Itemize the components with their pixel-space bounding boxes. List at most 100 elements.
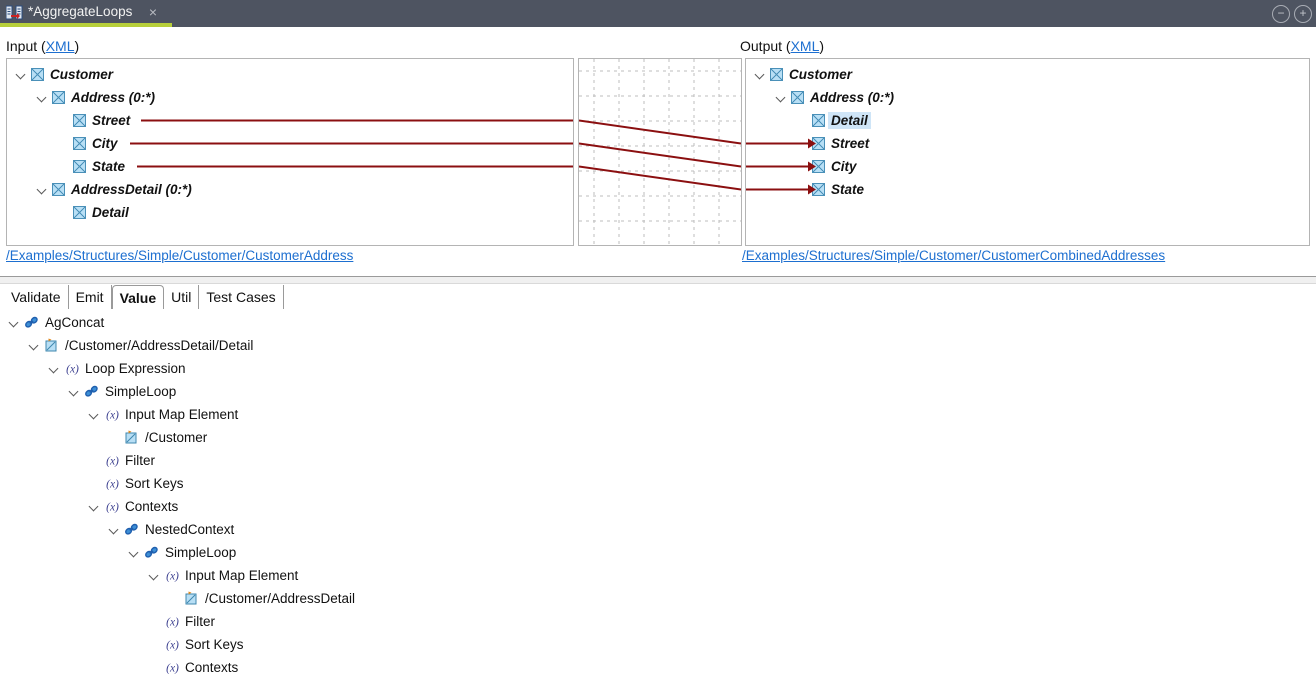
expression-tree-row[interactable]: (x)Filter — [0, 449, 155, 472]
tree-item-output[interactable]: Address (0:*) — [746, 86, 894, 109]
tree-item-output[interactable]: State — [746, 178, 864, 201]
tree-item-output[interactable]: Street — [746, 132, 869, 155]
chevron-down-icon[interactable] — [128, 546, 141, 559]
svg-text:(x): (x) — [106, 410, 119, 422]
expression-tree-row[interactable]: SimpleLoop — [0, 380, 176, 403]
chevron-down-icon[interactable] — [88, 408, 101, 421]
tree-spacer — [796, 160, 809, 173]
tab-emit[interactable]: Emit — [69, 285, 112, 309]
mapping-grid-panel[interactable] — [578, 58, 742, 246]
tree-item-input[interactable]: Detail — [7, 201, 129, 224]
tree-item-input[interactable]: Street — [7, 109, 130, 132]
tree-spacer — [168, 592, 181, 605]
expression-tree-row[interactable]: AgConcat — [0, 311, 104, 334]
chevron-down-icon[interactable] — [36, 91, 49, 104]
tab-util[interactable]: Util — [164, 285, 200, 309]
expression-tree-row[interactable]: /Customer/AddressDetail — [0, 587, 355, 610]
expression-tree-row[interactable]: (x) Filter — [0, 610, 215, 633]
tab-label: Test Cases — [206, 289, 276, 305]
tree-item-label: City — [831, 159, 857, 174]
minimize-button[interactable]: − — [1272, 5, 1290, 23]
chevron-down-icon[interactable] — [88, 500, 101, 513]
output-structure-path-link[interactable]: /Examples/Structures/Simple/Customer/Cus… — [742, 248, 1166, 263]
expression-icon: (x) — [164, 660, 179, 675]
svg-text:(x): (x) — [166, 663, 179, 675]
mapping-document-icon — [5, 5, 23, 21]
chevron-down-icon[interactable] — [28, 339, 41, 352]
tree-spacer — [57, 206, 70, 219]
expression-tree-label: Contexts — [185, 660, 239, 675]
expression-tree-row[interactable]: /Customer — [0, 426, 207, 449]
tree-item-output[interactable]: Customer — [746, 63, 852, 86]
tab-label: Value — [119, 289, 157, 306]
expression-tree-row[interactable]: SimpleLoop — [0, 541, 236, 564]
close-icon[interactable]: × — [148, 4, 158, 20]
tree-item-label: Customer — [789, 67, 853, 82]
tree-item-label: Street — [831, 136, 870, 151]
tree-item-input[interactable]: Customer — [7, 63, 113, 86]
tree-item-output[interactable]: City — [746, 155, 857, 178]
tree-item-input[interactable]: Address (0:*) — [7, 86, 155, 109]
panel-divider[interactable] — [0, 276, 1316, 284]
tree-item-label: Customer — [50, 67, 114, 82]
tree-item-label: State — [92, 159, 126, 174]
tree-spacer — [796, 114, 809, 127]
tree-spacer — [88, 477, 101, 490]
expression-tree-label: Filter — [125, 453, 155, 468]
tree-spacer — [148, 615, 161, 628]
tree-item-output[interactable]: Detail — [746, 109, 871, 132]
tree-item-input[interactable]: City — [7, 132, 118, 155]
input-label-close-paren: ) — [74, 38, 80, 54]
expression-tree-label: Contexts — [125, 499, 179, 514]
chevron-down-icon[interactable] — [68, 385, 81, 398]
output-xml-link[interactable]: XML — [790, 38, 820, 54]
expression-tree-label: Input Map Element — [185, 568, 299, 583]
expression-icon: (x) — [104, 499, 119, 514]
output-label-text: Output ( — [740, 38, 791, 54]
tree-spacer — [796, 183, 809, 196]
expression-tree-row[interactable]: (x)Sort Keys — [0, 633, 243, 656]
expression-tree-row[interactable]: (x)Input Map Element — [0, 403, 238, 426]
maximize-button[interactable]: + — [1294, 5, 1312, 23]
tab-value[interactable]: Value — [111, 285, 165, 309]
tree-item-input[interactable]: State — [7, 155, 125, 178]
document-tab[interactable]: *AggregateLoops × — [0, 0, 172, 27]
expression-icon: (x) — [64, 361, 79, 376]
expression-tree-row[interactable]: NestedContext — [0, 518, 234, 541]
expression-tree-row[interactable]: (x)Input Map Element — [0, 564, 298, 587]
value-expression-tree[interactable]: AgConcat/Customer/AddressDetail/Detail(x… — [0, 310, 1316, 680]
chevron-down-icon[interactable] — [148, 569, 161, 582]
tabstrip-underline — [0, 309, 1316, 310]
expression-icon: (x) — [104, 476, 119, 491]
expression-icon: (x) — [164, 614, 179, 629]
tree-item-label: Street — [92, 113, 131, 128]
chevron-down-icon[interactable] — [108, 523, 121, 536]
tree-item-label: Detail — [828, 112, 871, 129]
chevron-down-icon[interactable] — [775, 91, 788, 104]
expression-tree-row[interactable]: (x)Sort Keys — [0, 472, 183, 495]
expression-tree-row[interactable]: (x)Loop Expression — [0, 357, 185, 380]
expression-tree-row[interactable]: (x) Contexts — [0, 656, 238, 679]
tree-spacer — [148, 661, 161, 674]
chevron-down-icon[interactable] — [8, 316, 21, 329]
xml-element-icon — [73, 137, 86, 150]
tree-item-input[interactable]: AddressDetail (0:*) — [7, 178, 192, 201]
chevron-down-icon[interactable] — [754, 68, 767, 81]
svg-text:(x): (x) — [66, 364, 79, 376]
svg-text:(x): (x) — [166, 640, 179, 652]
input-structure-path-link[interactable]: /Examples/Structures/Simple/Customer/Cus… — [6, 248, 354, 263]
xml-element-icon — [73, 114, 86, 127]
expression-tree-row[interactable]: /Customer/AddressDetail/Detail — [0, 334, 253, 357]
tab-label: Emit — [75, 289, 104, 305]
chevron-down-icon[interactable] — [48, 362, 61, 375]
tab-validate[interactable]: Validate — [4, 285, 69, 309]
input-xml-link[interactable]: XML — [45, 38, 75, 54]
chevron-down-icon[interactable] — [36, 183, 49, 196]
expression-tree-row[interactable]: (x) Contexts — [0, 495, 178, 518]
expression-tree-label: Filter — [185, 614, 215, 629]
link-icon — [124, 522, 139, 537]
chevron-down-icon[interactable] — [15, 68, 28, 81]
tab-test-cases[interactable]: Test Cases — [199, 285, 284, 309]
